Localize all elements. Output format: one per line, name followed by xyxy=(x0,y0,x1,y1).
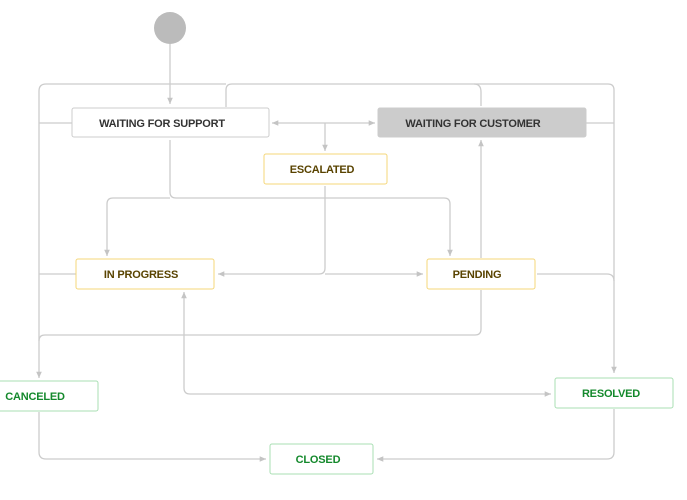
state-label: PENDING xyxy=(453,269,502,281)
transition-pending-to-canceled xyxy=(38,290,482,342)
state-escalated[interactable]: ESCALATED xyxy=(263,153,388,185)
state-closed[interactable]: CLOSED xyxy=(269,443,374,475)
transition-escalated-down xyxy=(218,186,326,277)
transition-outer-frame-left xyxy=(473,83,482,106)
transition-support-to-in-progress xyxy=(104,197,170,256)
transition-canceled-to-closed xyxy=(38,412,266,462)
state-waiting-for-support[interactable]: WAITING FOR SUPPORT xyxy=(71,107,270,138)
state-label: CLOSED xyxy=(296,454,341,466)
transition-pending-to-resolved xyxy=(537,273,615,282)
state-label: WAITING FOR SUPPORT xyxy=(99,118,225,130)
state-resolved[interactable]: RESOLVED xyxy=(554,377,674,409)
transition-outer-frame-top xyxy=(225,83,617,373)
state-label: IN PROGRESS xyxy=(104,269,178,281)
transition-left-rail xyxy=(36,83,226,378)
start-node xyxy=(154,12,186,44)
state-waiting-for-customer[interactable]: WAITING FOR CUSTOMER xyxy=(377,107,587,138)
state-label: RESOLVED xyxy=(582,388,640,400)
transition-resolved-to-closed xyxy=(377,409,615,462)
state-canceled[interactable]: CANCELED xyxy=(0,380,99,412)
state-label: CANCELED xyxy=(5,391,65,403)
transition-support-down xyxy=(169,140,453,256)
state-in-progress[interactable]: IN PROGRESS xyxy=(75,258,215,290)
state-label: ESCALATED xyxy=(290,164,355,176)
transition-in-progress-resolved xyxy=(181,292,551,397)
state-pending[interactable]: PENDING xyxy=(426,258,536,290)
state-label: WAITING FOR CUSTOMER xyxy=(405,118,540,130)
